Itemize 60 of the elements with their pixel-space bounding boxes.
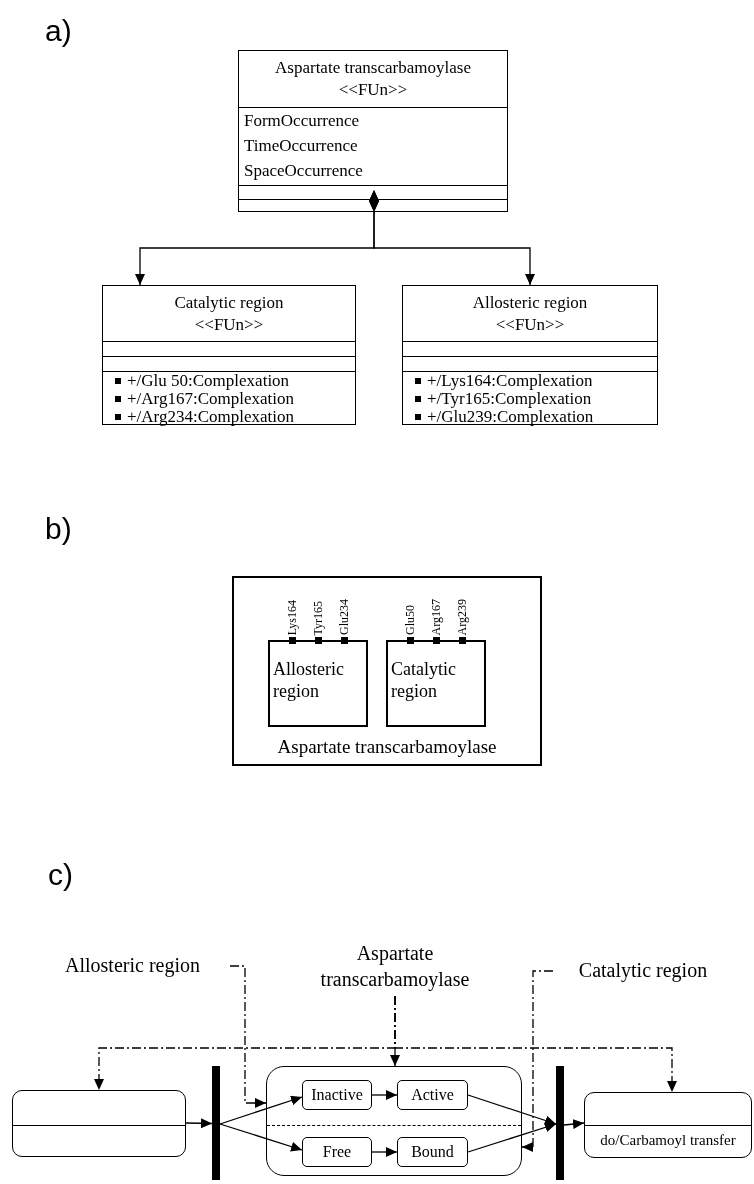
state-box	[397, 1137, 468, 1167]
operation-text: +/Tyr165:Complexation	[427, 390, 592, 408]
port-label: Glu50	[404, 605, 416, 635]
class-name: Allosteric region	[472, 291, 588, 314]
leader-line	[394, 995, 677, 1093]
class-box	[238, 50, 508, 212]
panel-label: a)	[45, 14, 72, 48]
leader-line	[229, 965, 267, 1108]
stereotype: <<FUn>>	[194, 313, 264, 336]
arrow	[467, 1094, 557, 1126]
fork-bar	[212, 1066, 220, 1180]
activity-text: do/Carbamoyl transfer	[599, 1132, 737, 1149]
stereotype: <<FUn>>	[495, 313, 565, 336]
operation-text: +/Glu 50:Complexation	[127, 372, 290, 390]
state-name: Free	[322, 1143, 352, 1161]
component-box	[232, 576, 542, 766]
arrow	[371, 1090, 398, 1100]
state-box	[302, 1137, 372, 1167]
panel-label: b)	[45, 512, 72, 546]
arrow	[371, 1147, 398, 1157]
arrow	[185, 1118, 213, 1129]
class-box	[402, 285, 658, 425]
attribute-text: FormOccurrence	[244, 110, 360, 132]
annotation-text: Catalytic region	[553, 957, 733, 985]
part-name: Allosteric region	[273, 658, 345, 702]
port-label: Arg239	[456, 598, 468, 635]
port-label: Lys164	[286, 599, 298, 635]
port-label: Glu234	[338, 599, 350, 635]
class-box	[102, 285, 356, 425]
operation-text: +/Lys164:Complexation	[427, 372, 593, 390]
operation-text: +/Arg167:Complexation	[127, 390, 294, 408]
leader-line	[521, 970, 554, 1152]
stereotype: <<FUn>>	[338, 79, 408, 101]
arrow	[219, 1095, 303, 1125]
arrow	[563, 1119, 585, 1130]
composite-state	[266, 1066, 522, 1176]
join-bar	[556, 1066, 564, 1180]
state-name: Inactive	[311, 1086, 363, 1104]
port-label: Arg167	[430, 598, 442, 635]
state-name: Bound	[411, 1143, 454, 1161]
composition-arrow	[369, 190, 535, 286]
operation-text: +/Glu239:Complexation	[427, 408, 594, 426]
state-box	[584, 1092, 752, 1158]
part-name: Catalytic region	[391, 658, 457, 702]
class-name: Aspartate transcarbamoylase	[275, 57, 471, 79]
arrow	[467, 1122, 557, 1153]
state-box	[302, 1080, 372, 1110]
arrow	[219, 1123, 303, 1152]
component-name: Aspartate transcarbamoylase	[276, 736, 498, 758]
attribute-text: TimeOccurrence	[244, 135, 358, 157]
panel-label: c)	[48, 858, 73, 892]
port-label: Tyr165	[312, 600, 324, 635]
annotation-text: Aspartate transcarbamoylase	[305, 940, 485, 996]
attribute-text: SpaceOccurrence	[244, 160, 363, 182]
class-name: Catalytic region	[174, 291, 284, 314]
state-name: Active	[411, 1086, 454, 1104]
state-box	[397, 1080, 468, 1110]
annotation-text: Allosteric region	[35, 952, 230, 980]
state-box	[12, 1090, 186, 1157]
operation-text: +/Arg234:Complexation	[127, 408, 294, 426]
